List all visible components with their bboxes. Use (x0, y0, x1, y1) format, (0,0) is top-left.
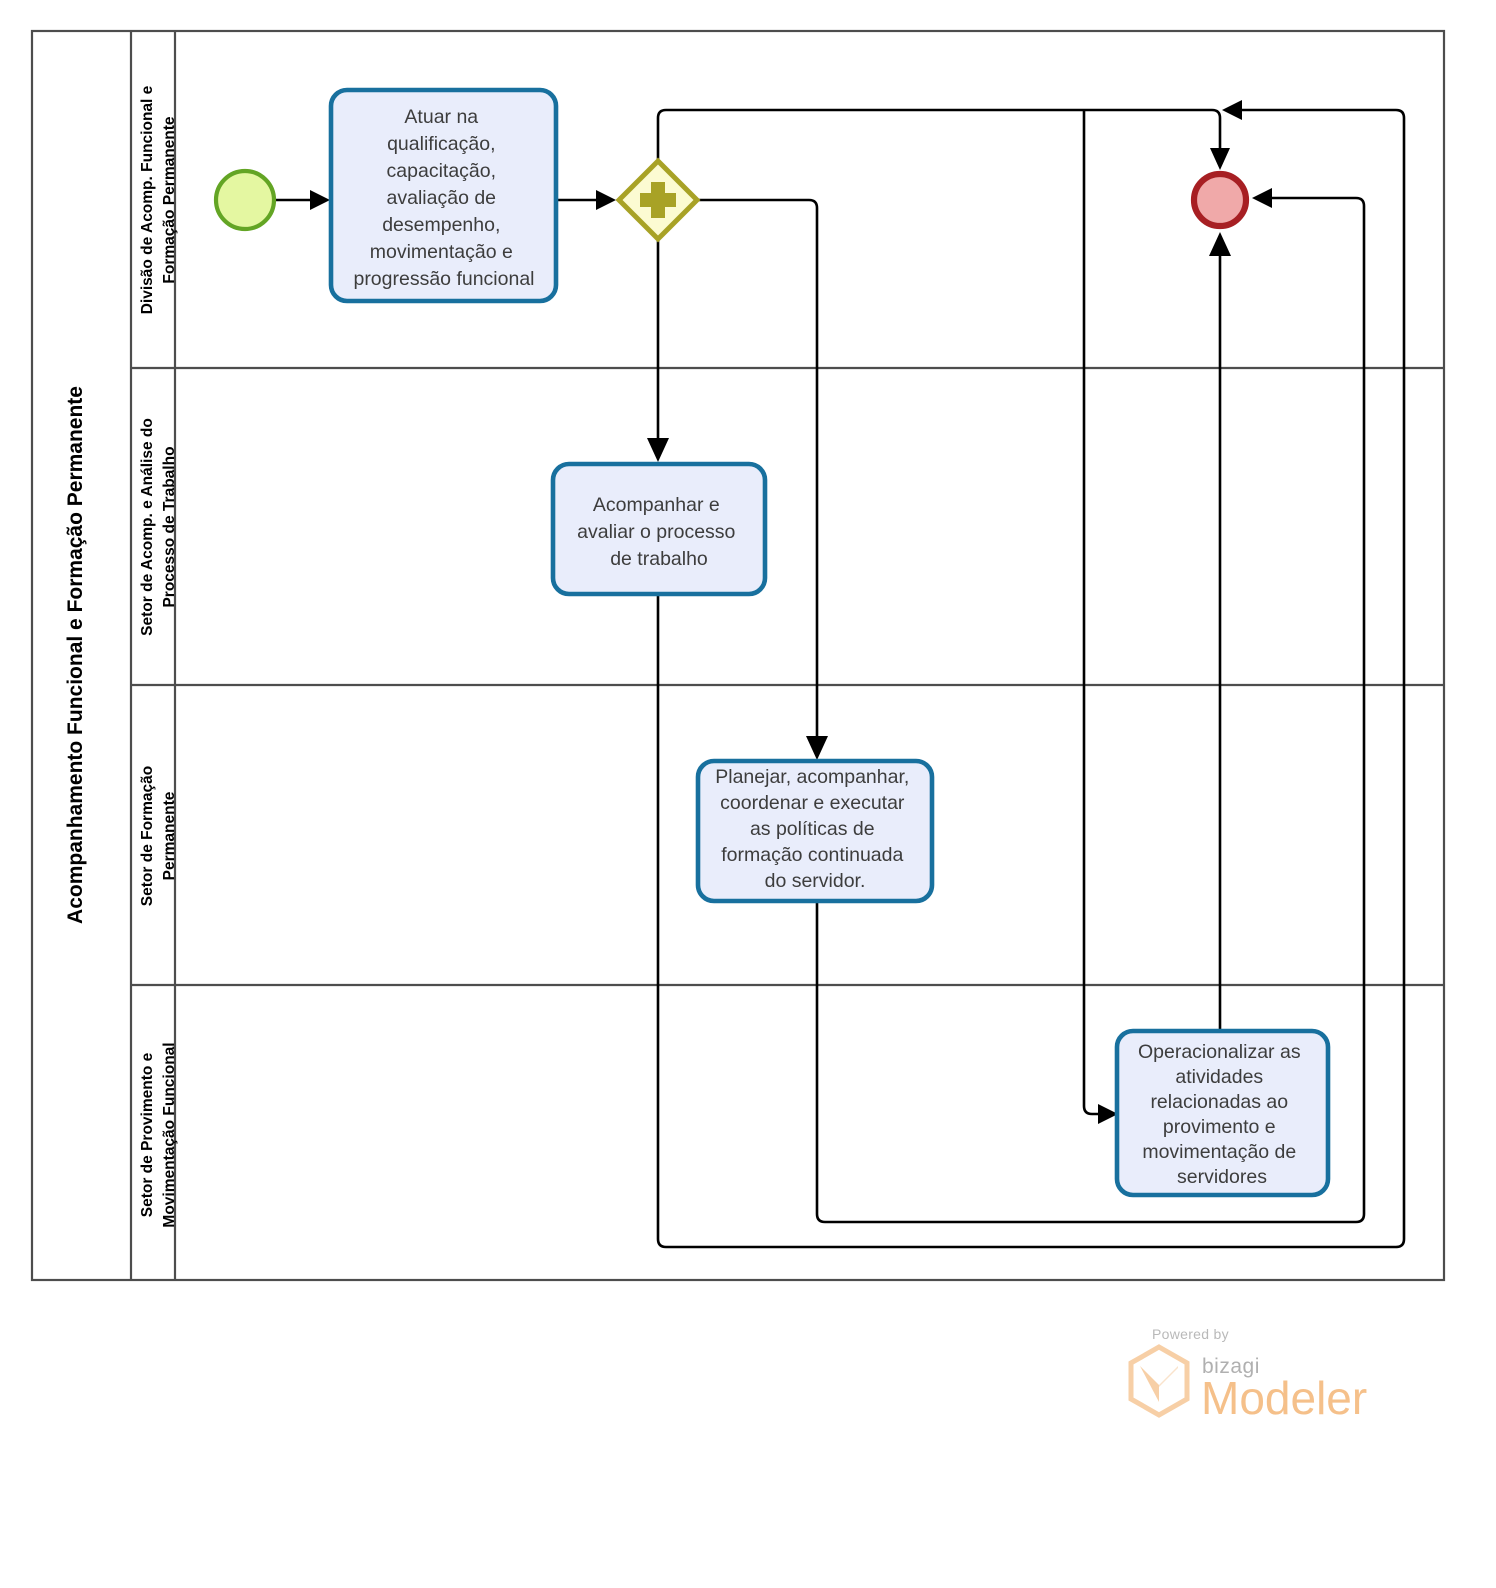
sequence-flows (273, 100, 1406, 1249)
task-4-line-3: relacionadas ao (1150, 1091, 1288, 1113)
task-3-line-4: formação continuada (721, 844, 903, 866)
pool-title-text: Acompanhamento Funcional e Formação Perm… (64, 386, 87, 924)
arrowhead-task4-to-end-bottom (1209, 232, 1231, 256)
task-1-line-1: Atuar na (404, 106, 478, 128)
arrowhead-start-to-task1 (310, 190, 330, 210)
task-1-line-6: movimentação e (370, 241, 513, 263)
pool-title: Acompanhamento Funcional e Formação Perm… (64, 386, 87, 924)
lane-title-4-line-1: Setor de Provimento e (139, 1052, 156, 1217)
end-event-circle[interactable] (1190, 170, 1250, 230)
pool-container (30, 29, 1446, 1282)
end-event[interactable] (1190, 170, 1250, 230)
arrowhead-task2-to-end-join (1222, 100, 1242, 120)
task-operacionalizar-provimento[interactable]: Operacionalizar as atividades relacionad… (1114, 1028, 1331, 1198)
arrowhead-task3-to-end-right (1252, 188, 1272, 208)
task-4-line-4: provimento e (1163, 1116, 1276, 1138)
lane-title-3-line-2: Permanente (161, 791, 178, 880)
plus-icon (640, 182, 676, 218)
lane-title-4: Setor de Provimento e Movimentação Funci… (139, 1042, 178, 1227)
task-1-line-7: progressão funcional (353, 268, 534, 290)
lane-title-1: Divisão de Acomp. Funcional e Formação P… (139, 85, 178, 314)
task-4-label: Operacionalizar as atividades relacionad… (1138, 1041, 1306, 1188)
task-4-line-2: atividades (1175, 1066, 1263, 1088)
task-atuar-qualificacao[interactable]: Atuar na qualificação, capacitação, aval… (328, 87, 559, 304)
lane-title-1-line-1: Divisão de Acomp. Funcional e (139, 85, 156, 314)
task-2-line-1: Acompanhar e (593, 494, 720, 516)
task-2-line-2: avaliar o processo (577, 521, 735, 543)
arrowhead-gateway-to-task2 (647, 438, 669, 462)
lane-title-2-line-2: Processo de Trabalho (161, 446, 178, 607)
task-3-box[interactable] (695, 758, 935, 904)
task-2-box[interactable] (550, 461, 768, 597)
flow-to-task4 (1082, 110, 1100, 1116)
task-3-line-3: as políticas de (750, 818, 875, 840)
task-3-label: Planejar, acompanhar, coordenar e execut… (715, 766, 914, 892)
task-1-line-5: desempenho, (382, 214, 500, 236)
task-1-line-2: qualificação, (387, 133, 495, 155)
task-4-line-6: servidores (1177, 1166, 1267, 1188)
parallel-gateway[interactable] (615, 157, 701, 243)
start-event[interactable] (213, 168, 277, 232)
arrowhead-task1-to-gateway (596, 190, 616, 210)
lane-title-4-line-2: Movimentação Funcional (161, 1042, 178, 1227)
pool-outer-border (30, 29, 1446, 1282)
flow-task2-to-end (656, 108, 1406, 1249)
arrowhead-gateway-to-end-top (1210, 148, 1230, 170)
task-1-line-4: avaliação de (387, 187, 497, 209)
task-3-line-5: do servidor. (765, 870, 866, 892)
task-1-box[interactable] (328, 87, 559, 304)
task-4-line-1: Operacionalizar as (1138, 1041, 1301, 1063)
lane-title-1-line-2: Formação Permanente (161, 116, 178, 283)
flow-gateway-to-task3 (697, 198, 819, 738)
task-3-line-2: coordenar e executar (720, 792, 905, 814)
task-1-label: Atuar na qualificação, capacitação, aval… (353, 106, 534, 290)
task-1-line-3: capacitação, (387, 160, 497, 182)
task-planejar-politicas[interactable]: Planejar, acompanhar, coordenar e execut… (695, 758, 935, 904)
arrowhead-gateway-to-task3 (806, 736, 828, 760)
flow-gateway-to-end-top (656, 108, 1222, 163)
task-acompanhar-avaliar[interactable]: Acompanhar e avaliar o processo de traba… (550, 461, 768, 597)
flow-task3-to-end (815, 196, 1366, 1224)
lane-title-2-line-1: Setor de Acomp. e Análise do (139, 418, 156, 636)
start-event-circle[interactable] (213, 168, 277, 232)
task-4-line-5: movimentação de (1142, 1141, 1296, 1163)
task-2-label: Acompanhar e avaliar o processo de traba… (577, 494, 741, 570)
lane-title-3: Setor de Formação Permanente (139, 766, 178, 906)
task-3-line-1: Planejar, acompanhar, (715, 766, 909, 788)
task-2-line-3: de trabalho (610, 548, 708, 570)
lane-title-2: Setor de Acomp. e Análise do Processo de… (139, 418, 178, 636)
arrowhead-into-task4 (1098, 1104, 1118, 1124)
lane-title-3-line-1: Setor de Formação (139, 766, 156, 906)
task-4-box[interactable] (1114, 1028, 1331, 1198)
